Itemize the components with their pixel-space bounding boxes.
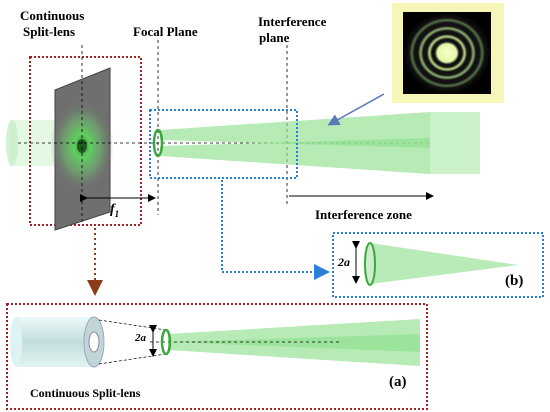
panel-a-box xyxy=(6,303,428,410)
split-lens-plate xyxy=(50,67,114,231)
label-panel-b: (b) xyxy=(505,273,524,289)
interference-rings xyxy=(403,12,491,94)
focal-length-subscript: 1 xyxy=(114,208,120,219)
label-interference-line2: plane xyxy=(259,30,290,45)
label-bottom-caption: Continuous Split-lens xyxy=(30,386,141,400)
label-2a-panel-b: 2a xyxy=(338,255,350,269)
panel-a-cylinder xyxy=(10,316,105,368)
panel-a-beams xyxy=(168,319,420,366)
focal-length-symbol: f xyxy=(110,202,115,217)
label-panel-a: (a) xyxy=(389,374,407,390)
label-continuous-line1: Continuous xyxy=(20,8,85,23)
label-focal-length: f1 xyxy=(110,202,119,219)
zoom-connector-b xyxy=(221,180,330,280)
label-continuous-line2: Split-lens xyxy=(23,24,76,39)
inset-pointer-arrow xyxy=(327,93,385,126)
panel-a-guide-lines xyxy=(98,319,167,365)
panel-b-box xyxy=(332,232,544,298)
label-2a-panel-a: 2a xyxy=(135,332,146,344)
label-interference-zone: Interference zone xyxy=(315,207,412,222)
label-interference-line1: Interference xyxy=(258,14,327,29)
interference-box xyxy=(149,109,298,179)
label-focal-plane: Focal Plane xyxy=(133,24,198,39)
crossing-beams xyxy=(160,112,480,174)
panel-a-focal-ring xyxy=(160,328,172,356)
split-lens-box xyxy=(29,56,142,226)
panel-b-cone xyxy=(364,242,518,286)
focal-ring xyxy=(152,128,164,158)
